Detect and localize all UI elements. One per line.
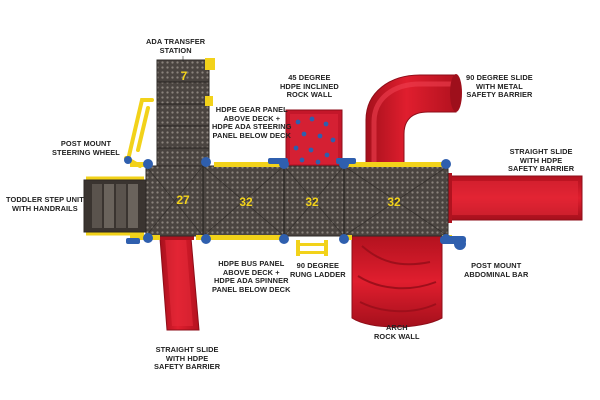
abdominal-bar (440, 236, 466, 250)
callout-line: STRAIGHT SLIDE (155, 345, 219, 354)
tube-slide-90 (365, 74, 462, 167)
callout-line: WITH HDPE (519, 155, 563, 165)
callout-line: PANEL BELOW DECK (212, 130, 292, 140)
callout-gear-panel: HDPE GEAR PANEL ABOVE DECK + HDPE ADA ST… (212, 105, 292, 140)
steering-wheel (124, 156, 142, 168)
callout-line: SAFETY BARRIER (466, 90, 533, 100)
callout-line: STEERING WHEEL (52, 147, 120, 157)
rung-ladder (296, 240, 328, 256)
callout-arch-rock-wall: ARCH ROCK WALL (374, 323, 420, 341)
callout-line: ROCK WALL (286, 90, 333, 100)
callout-line: WITH HDPE (165, 353, 209, 363)
callout-abdominal-bar: POST MOUNT ABDOMINAL BAR (464, 261, 529, 279)
callout-line: ADA TRANSFER (146, 37, 206, 46)
callout-line: ROCK WALL (374, 331, 420, 341)
callout-line: POST MOUNT (60, 139, 112, 148)
callout-steering-wheel: POST MOUNT STEERING WHEEL (52, 139, 120, 157)
ada-transfer-station: 7 (156, 58, 215, 167)
callout-line: HDPE INCLINED (280, 81, 339, 91)
callout-line: ABDOMINAL BAR (464, 269, 529, 279)
callout-line: RUNG LADDER (290, 269, 346, 279)
callout-line: WITH METAL (475, 81, 523, 91)
deck-number-32-a: 32 (239, 195, 253, 209)
deck-number-27: 27 (176, 193, 190, 207)
inclined-rock-wall (285, 109, 343, 169)
callout-line: STATION (159, 45, 192, 55)
callout-toddler-step: TODDLER STEP UNIT WITH HANDRAILS (6, 195, 84, 213)
deck-posts (126, 157, 451, 244)
main-deck: 27 32 32 32 (145, 165, 449, 237)
callout-line: 45 DEGREE (288, 73, 331, 82)
callout-line: ARCH (385, 323, 408, 332)
straight-slide-right (444, 173, 583, 223)
callout-line: SAFETY BARRIER (154, 362, 221, 372)
callout-line: 90 DEGREE (296, 261, 340, 270)
callout-line: HDPE ADA SPINNER (213, 276, 289, 286)
callout-rock-wall-45: 45 DEGREE HDPE INCLINED ROCK WALL (280, 73, 339, 100)
transfer-handrail (126, 98, 154, 162)
callout-line: HDPE BUS PANEL (218, 259, 285, 268)
callout-line: 90 DEGREE SLIDE (466, 73, 533, 82)
callout-slide-90: 90 DEGREE SLIDE WITH METAL SAFETY BARRIE… (466, 73, 533, 100)
callout-line: TODDLER STEP UNIT (6, 195, 84, 204)
callout-straight-slide-bottom: STRAIGHT SLIDE WITH HDPE SAFETY BARRIER (154, 345, 221, 372)
straight-slide-bottom (158, 234, 200, 331)
toddler-step-unit (83, 176, 147, 236)
callout-line: PANEL BELOW DECK (212, 284, 291, 294)
callout-line: STRAIGHT SLIDE (509, 147, 573, 156)
callout-line: SAFETY BARRIER (508, 164, 575, 174)
callout-straight-slide-right: STRAIGHT SLIDE WITH HDPE SAFETY BARRIER (508, 147, 575, 174)
callout-bus-panel: HDPE BUS PANEL ABOVE DECK + HDPE ADA SPI… (212, 259, 291, 294)
callout-ada-transfer: ADA TRANSFER STATION (146, 37, 206, 55)
arch-rock-wall (351, 235, 443, 328)
callout-line: ABOVE DECK + (222, 267, 280, 277)
callout-rung-ladder: 90 DEGREE RUNG LADDER (290, 261, 346, 279)
callout-line: ABOVE DECK + (223, 113, 281, 123)
callout-line: HDPE GEAR PANEL (215, 105, 288, 114)
callout-line: HDPE ADA STEERING (212, 122, 292, 132)
callout-line: POST MOUNT (471, 261, 522, 270)
deck-number-32-c: 32 (387, 195, 401, 209)
transfer-number: 7 (181, 69, 188, 83)
deck-number-32-b: 32 (305, 195, 319, 209)
callout-line: WITH HANDRAILS (11, 203, 78, 213)
